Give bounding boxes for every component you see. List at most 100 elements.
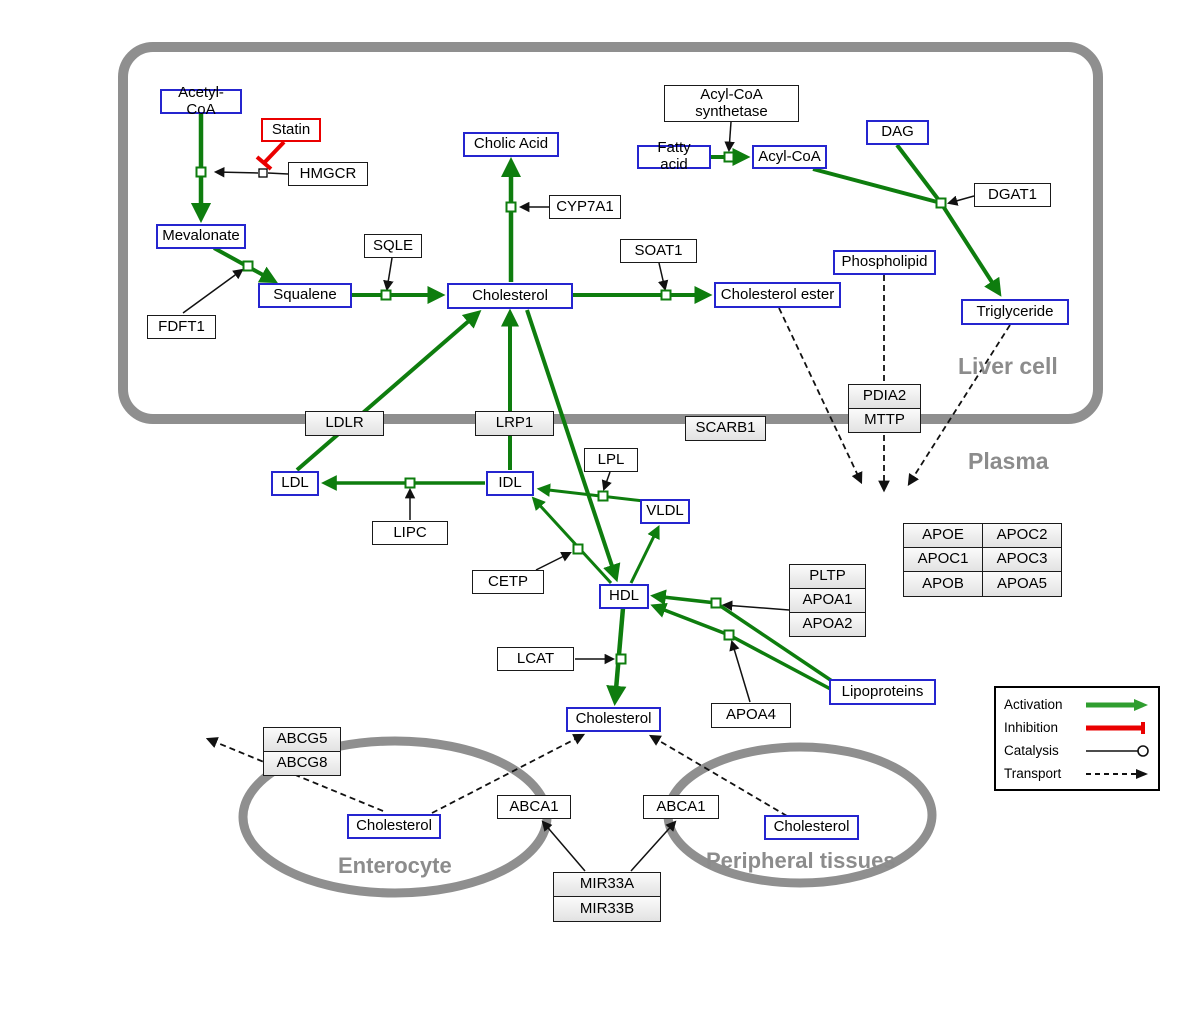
node-pdia2: PDIA2 [848,384,921,409]
edge-enterocyte-cholesterol-transport [431,733,586,814]
legend-catalysis-label: Catalysis [1004,743,1059,758]
edge-hdl-to-vldl [629,524,660,584]
node-abcg5: ABCG5 [263,727,341,752]
inhibition-tbar-icon [1086,721,1145,734]
node-acyl-coa-synthetase: Acyl-CoA synthetase [664,85,799,122]
node-dgat1: DGAT1 [974,183,1051,207]
node-mir33a: MIR33A [553,872,661,897]
node-lipoproteins: Lipoproteins [829,679,936,705]
node-lpl: LPL [584,448,638,472]
node-mevalonate: Mevalonate [156,224,246,249]
node-cholesterol-peripheral: Cholesterol [764,815,859,840]
node-lcat: LCAT [497,647,574,671]
node-idl: IDL [486,471,534,496]
legend: Activation Inhibition Catalysis Transpor… [994,686,1160,791]
edge-mir33-to-abca1-right [630,820,677,872]
plasma-label: Plasma [968,448,1049,474]
node-lipc: LIPC [372,521,448,545]
node-apoa4: APOA4 [711,703,791,728]
node-cholesterol-plasma: Cholesterol [566,707,661,732]
edge-cetp-catalysis [535,552,572,571]
node-phospholipid: Phospholipid [833,250,936,275]
node-apoc1: APOC1 [903,547,983,572]
node-apoa5: APOA5 [982,571,1062,597]
node-apoa2: APOA2 [789,612,866,637]
catalysis-circle-icon [1086,744,1149,757]
edge-cholesterolester-transport [778,307,863,485]
node-pltp: PLTP [789,564,866,589]
edge-hmgcr-catalysis [213,166,259,178]
edge-ldl-via-ldlr-to-cholesterol [295,310,482,472]
node-apoc3: APOC3 [982,547,1062,572]
liver-cell-membrane [118,42,1103,424]
node-abca1-peripheral: ABCA1 [643,795,719,819]
node-apob: APOB [903,571,983,597]
edge-junction-to-triglyceride [939,201,1002,297]
edge-acylcoa-synthetase-catalysis [724,121,735,153]
edge-dag-to-junction [895,143,943,205]
legend-transport-label: Transport [1004,766,1062,781]
node-acetyl-coa: Acetyl-CoA [160,84,242,117]
node-cholesterol-ester: Cholesterol ester [714,282,841,308]
liver-cell-label: Liver cell [958,353,1058,379]
edge-hdl-to-idl-cetp [531,496,613,585]
node-dag: DAG [866,120,929,145]
node-acyl-coa: Acyl-CoA [752,145,827,169]
enterocyte-label: Enterocyte [338,853,452,878]
legend-inhibition-label: Inhibition [1004,720,1059,735]
edge-lpl-catalysis [601,471,612,491]
node-ldl: LDL [271,471,319,496]
node-fatty-acid: Fatty acid [637,139,711,173]
edge-pltp-apoa-catalysis [721,600,790,611]
legend-row-inhibition: Inhibition [996,716,1158,739]
node-hdl: HDL [599,584,649,609]
node-lrp1: LRP1 [475,411,554,436]
node-apoe: APOE [903,523,983,548]
hmgcr-reaction-node [258,168,268,178]
legend-activation-label: Activation [1004,697,1063,712]
statin-inhibition-tbar [255,155,273,171]
edge-sqle-catalysis [383,257,394,292]
edge-peripheral-cholesterol-transport [648,734,788,817]
node-cholesterol-enterocyte: Cholesterol [347,814,441,839]
legend-row-transport: Transport [996,762,1158,785]
edge-fdft1-catalysis [182,268,244,314]
edge-apoa4-catalysis [729,639,751,703]
node-mttp: MTTP [848,408,921,433]
edge-mir33-to-abca1-left [541,820,586,872]
legend-row-activation: Activation [996,693,1158,716]
node-cetp: CETP [472,570,544,594]
node-apoa1: APOA1 [789,588,866,613]
edge-triglyceride-transport [907,324,1011,486]
edge-hmgcr-link [267,172,289,175]
node-ldlr: LDLR [305,411,384,436]
node-hmgcr: HMGCR [288,162,368,186]
peripheral-tissues-label: Peripheral tissues [706,848,896,873]
node-mir33b: MIR33B [553,896,661,922]
edge-statin-inhibition [262,140,286,165]
node-scarb1: SCARB1 [685,416,766,441]
node-cyp7a1: CYP7A1 [549,195,621,219]
node-apoc2: APOC2 [982,523,1062,548]
transport-dashed-arrow-icon [1086,768,1148,779]
node-cholesterol-liver: Cholesterol [447,283,573,309]
node-fdft1: FDFT1 [147,315,216,339]
node-abcg8: ABCG8 [263,751,341,776]
edge-soat1-catalysis [657,262,669,292]
activation-arrow-icon [1086,698,1148,711]
node-abca1-enterocyte: ABCA1 [497,795,571,819]
node-soat1: SOAT1 [620,239,697,263]
reaction-nodes [195,151,947,665]
edge-cholesterol-to-hdl [525,309,621,583]
node-cholic-acid: Cholic Acid [463,132,559,157]
node-statin: Statin [261,118,321,142]
edge-dgat1-catalysis [946,195,975,206]
node-triglyceride: Triglyceride [961,299,1069,325]
node-sqle: SQLE [364,234,422,258]
node-vldl: VLDL [640,499,690,524]
node-squalene: Squalene [258,283,352,308]
edge-vldl-to-idl [536,483,645,503]
legend-row-catalysis: Catalysis [996,739,1158,762]
